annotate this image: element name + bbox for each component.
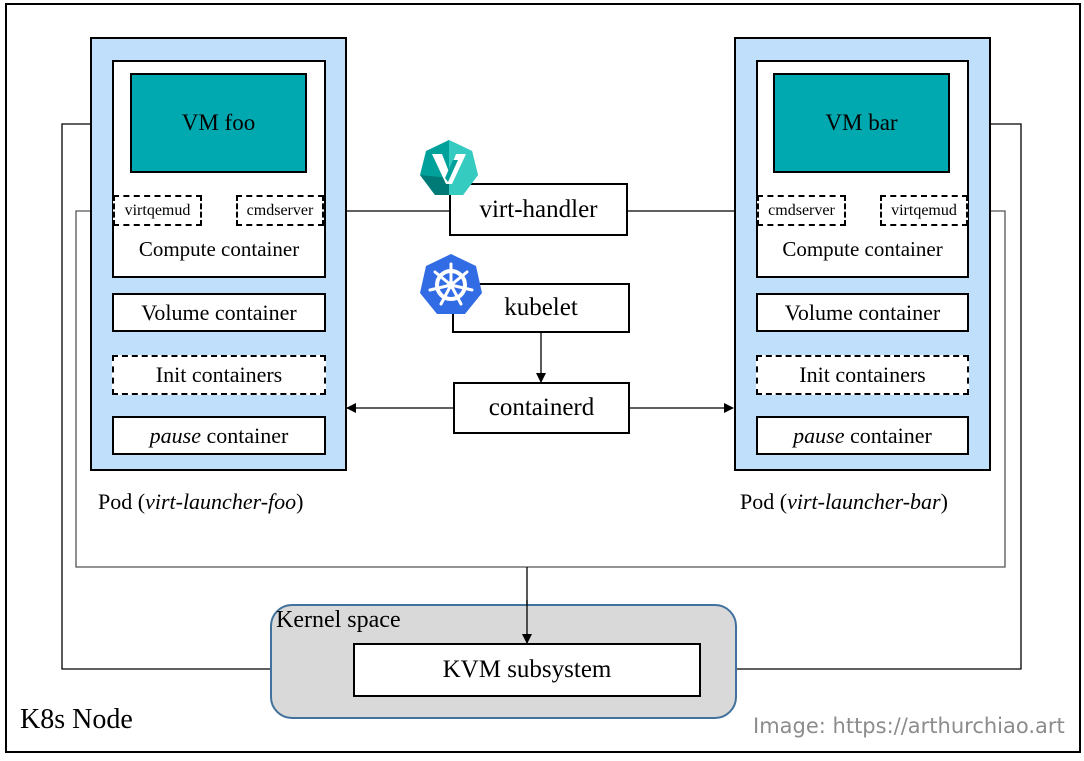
virtqemud-label: virtqemud: [891, 201, 957, 219]
pod-label-suffix: ): [296, 489, 304, 514]
volume-container-label: Volume container: [141, 299, 297, 325]
containerd-box: containerd: [453, 382, 630, 434]
volume-container-label: Volume container: [784, 299, 941, 325]
compute-container-label: Compute container: [782, 237, 943, 261]
pod-foo-label: Pod (virt-launcher-foo): [98, 489, 303, 515]
init-containers-bar: Init containers: [756, 355, 969, 395]
containerd-label: containerd: [488, 394, 595, 421]
volume-container-foo: Volume container: [112, 293, 326, 332]
init-containers-label: Init containers: [155, 362, 283, 387]
virtqemud-foo: virtqemud: [113, 195, 202, 226]
virt-handler-label: virt-handler: [479, 195, 598, 223]
vm-bar-label: VM bar: [825, 110, 898, 135]
pause-word: pause: [793, 422, 845, 448]
kubelet-box: kubelet: [452, 283, 630, 333]
kvm-subsystem-box: KVM subsystem: [353, 643, 701, 697]
compute-container-label: Compute container: [138, 237, 300, 261]
vm-foo: VM foo: [130, 73, 307, 173]
vm-foo-label: VM foo: [181, 110, 256, 135]
cmdserver-label: cmdserver: [246, 201, 314, 219]
cmdserver-label: cmdserver: [768, 201, 835, 219]
image-credit: Image: https://arthurchiao.art: [753, 714, 1065, 738]
k8s-node-frame: [5, 3, 1081, 753]
kubevirt-logo-icon: [420, 140, 478, 195]
kubelet-label: kubelet: [504, 294, 578, 321]
kernel-space-label: Kernel space: [276, 607, 401, 633]
pod-label-prefix: Pod (: [740, 489, 788, 514]
kubernetes-logo-icon: [420, 254, 482, 314]
pod-label-name: virt-launcher-foo: [145, 489, 297, 514]
cmdserver-bar: cmdserver: [757, 195, 846, 226]
k8s-node-label: K8s Node: [20, 704, 133, 735]
container-word: container: [200, 422, 289, 448]
pause-container-bar: pause container: [756, 416, 969, 455]
virtqemud-label: virtqemud: [124, 201, 191, 219]
vm-bar: VM bar: [773, 73, 950, 173]
pause-word: pause: [149, 422, 201, 448]
cmdserver-foo: cmdserver: [236, 195, 324, 226]
virt-handler-box: virt-handler: [449, 183, 628, 236]
pause-container-label: pause container: [793, 423, 932, 449]
pause-container-label: pause container: [150, 423, 289, 449]
pod-label-name: virt-launcher-bar: [787, 489, 941, 514]
init-containers-foo: Init containers: [112, 355, 326, 395]
virtqemud-bar: virtqemud: [880, 195, 968, 226]
pod-bar-label: Pod (virt-launcher-bar): [740, 489, 948, 515]
pod-label-prefix: Pod (: [98, 489, 146, 514]
kvm-subsystem-label: KVM subsystem: [442, 656, 612, 683]
init-containers-label: Init containers: [799, 362, 926, 387]
pause-container-foo: pause container: [112, 416, 326, 455]
container-word: container: [844, 422, 932, 448]
pod-label-suffix: ): [940, 489, 948, 514]
volume-container-bar: Volume container: [756, 293, 969, 332]
